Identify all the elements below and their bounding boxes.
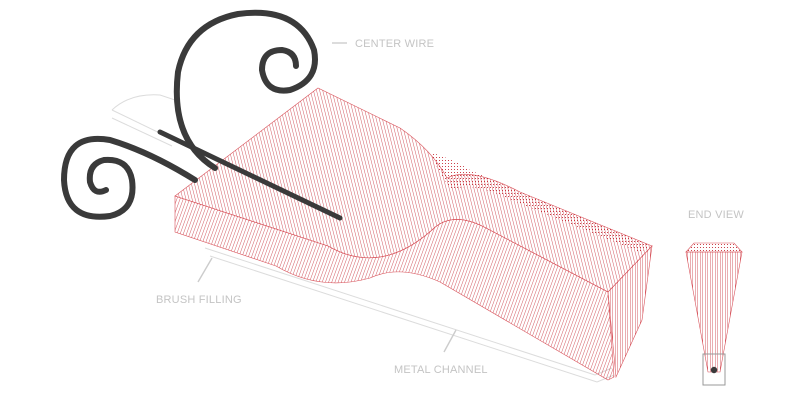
end-view-channel xyxy=(702,353,726,386)
brush-end-face xyxy=(607,245,653,379)
brush-filling-leader xyxy=(197,257,213,283)
metal-channel-label: METAL CHANNEL xyxy=(394,364,488,376)
center-wire-label: CENTER WIRE xyxy=(355,38,434,50)
brush-front-face xyxy=(174,195,615,381)
end-view-cap xyxy=(685,242,743,253)
brush-top-dotted-channel xyxy=(430,152,652,252)
end-view xyxy=(685,242,743,386)
end-view-wire xyxy=(710,366,718,374)
end-view-profile xyxy=(685,251,743,373)
metal-channel-leader xyxy=(443,329,457,353)
brush-filling xyxy=(174,87,653,381)
brush-filling-label: BRUSH FILLING xyxy=(156,294,242,306)
end-view-label: END VIEW xyxy=(688,209,744,221)
center-wire xyxy=(60,9,343,221)
